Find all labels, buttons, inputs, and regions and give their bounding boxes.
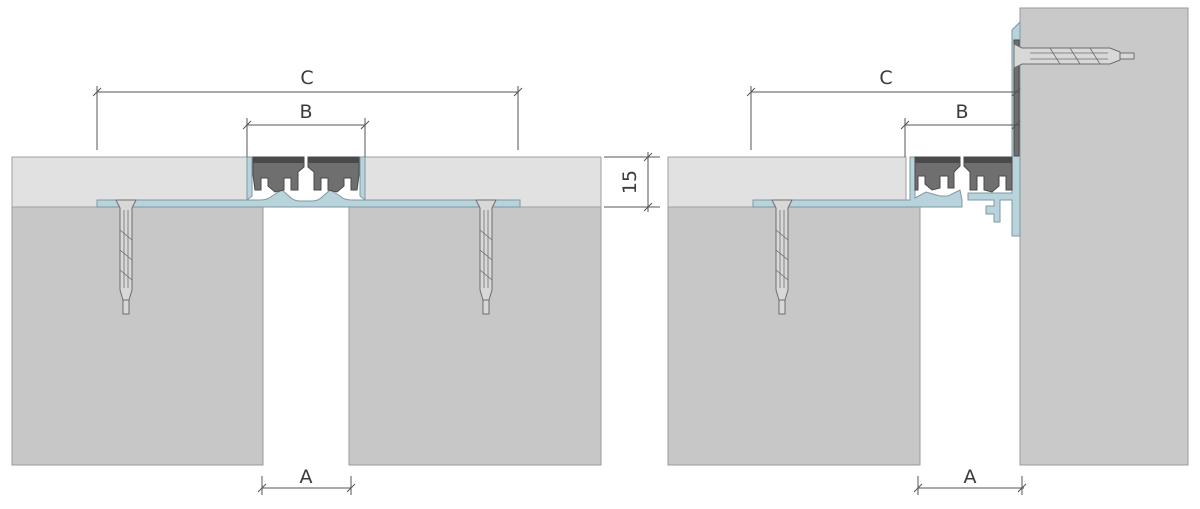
wall	[1019, 7, 1189, 466]
rubber-top-right	[308, 157, 359, 163]
floor-anchor	[771, 199, 793, 315]
rubber-insert-left	[252, 156, 305, 193]
floor-to-floor-joint-diagram: C B A	[11, 67, 602, 495]
left-concrete-slab	[11, 206, 264, 466]
dimension-b: B	[242, 101, 370, 157]
profile-right-wall	[359, 156, 366, 202]
rubber-insert-right	[307, 156, 360, 193]
wall-dimension-b-label: B	[955, 101, 968, 123]
wall-rubber-insert-right	[963, 156, 1013, 193]
wall-dimension-a-label: A	[964, 466, 977, 488]
dimension-b-label: B	[299, 101, 312, 123]
wall-dimension-c: C	[746, 67, 1021, 150]
wall-dimension-c-label: C	[879, 67, 892, 89]
wall-rubber-top-left	[915, 157, 960, 163]
dimension-thickness: 15	[604, 152, 660, 212]
right-concrete-slab	[348, 206, 602, 466]
wall-anchor	[1013, 43, 1135, 69]
dimension-c-label: C	[300, 67, 313, 89]
floor-screed-layer	[667, 156, 907, 208]
wall-dimension-b: B	[900, 101, 1021, 157]
wall-rubber-top-right	[964, 157, 1012, 163]
wall-rubber-insert-left	[914, 156, 961, 191]
floor-to-wall-joint-diagram: C B A	[667, 7, 1189, 495]
floor-concrete-slab	[667, 206, 921, 466]
dimension-c: C	[92, 67, 523, 150]
dimension-a: A	[257, 466, 356, 495]
dimension-a-label: A	[300, 466, 313, 488]
right-anchor	[475, 199, 497, 315]
rubber-top-left	[253, 157, 304, 163]
right-screed-layer	[363, 156, 602, 208]
profile-left-wall	[246, 156, 253, 202]
left-anchor	[115, 199, 137, 315]
wall-dimension-a: A	[913, 466, 1027, 495]
wall-fixing-strip	[1013, 39, 1020, 157]
aluminium-profile	[96, 189, 521, 208]
left-screed-layer	[11, 156, 249, 208]
dimension-thickness-label: 15	[619, 170, 641, 194]
